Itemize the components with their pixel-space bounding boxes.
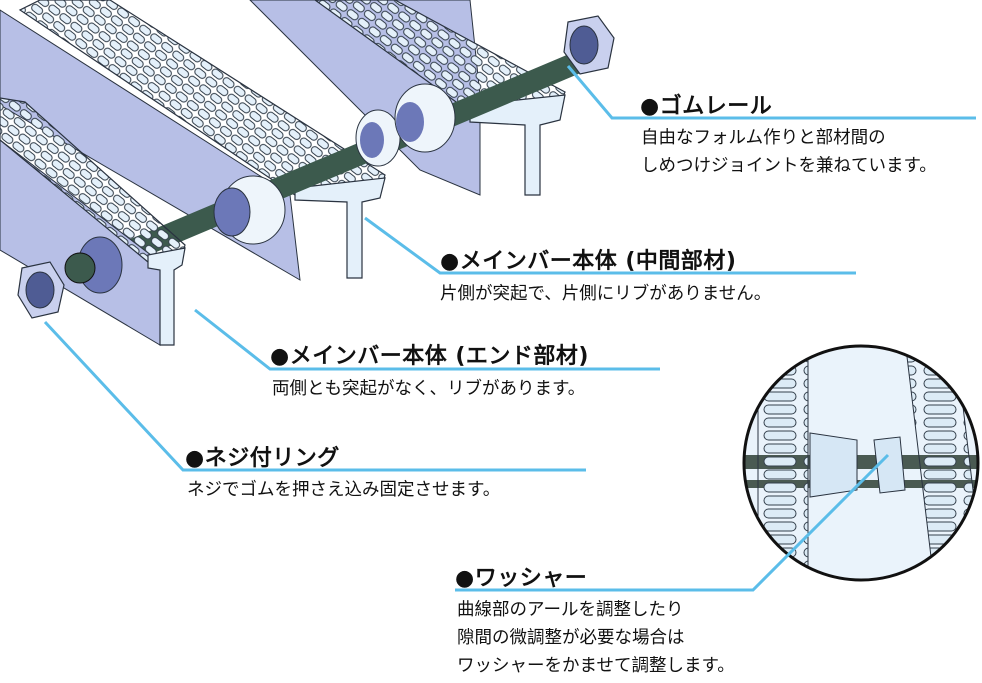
callout-title: ●メインバー本体 (中間部材) (440, 249, 737, 274)
callout-desc: 片側が突起で、片側にリブがありません。 (440, 280, 771, 308)
callout-desc: 両側とも突起がなく、リブがあります。 (272, 375, 585, 403)
desc-line: 曲線部のアールを調整したり (457, 600, 684, 620)
screw-ring-front (17, 261, 65, 319)
callout-title: ●ゴムレール (640, 94, 773, 119)
main-bar-end (0, 97, 186, 346)
desc-line: 片側が突起で、片側にリブがありません。 (440, 284, 772, 304)
callout-title: ●ワッシャー (455, 566, 588, 591)
washer-detail-circle (742, 344, 980, 582)
desc-line: 隙間の微調整が必要な場合は (457, 628, 685, 648)
desc-line: 自由なフォルム作りと部材間の (641, 128, 886, 148)
callout-desc: 曲線部のアールを調整したり 隙間の微調整が必要な場合は ワッシャーをかませて調整… (457, 596, 735, 680)
callout-title: ●メインバー本体 (エンド部材) (270, 344, 589, 369)
callout-title: ●ネジ付リング (185, 446, 340, 471)
desc-line: ワッシャーをかませて調整します。 (457, 656, 735, 676)
callout-desc: ネジでゴムを押さえ込み固定させます。 (187, 476, 500, 504)
leader-lines (43, 65, 976, 592)
rubber-rail-rod (79, 44, 606, 279)
desc-line: 両側とも突起がなく、リブがあります。 (272, 379, 586, 399)
screw-ring-back (563, 15, 615, 75)
desc-line: ネジでゴムを押さえ込み固定させます。 (187, 480, 501, 500)
callout-desc: 自由なフォルム作りと部材間の しめつけジョイントを兼ねています。 (641, 124, 937, 180)
desc-line: しめつけジョイントを兼ねています。 (641, 156, 937, 176)
